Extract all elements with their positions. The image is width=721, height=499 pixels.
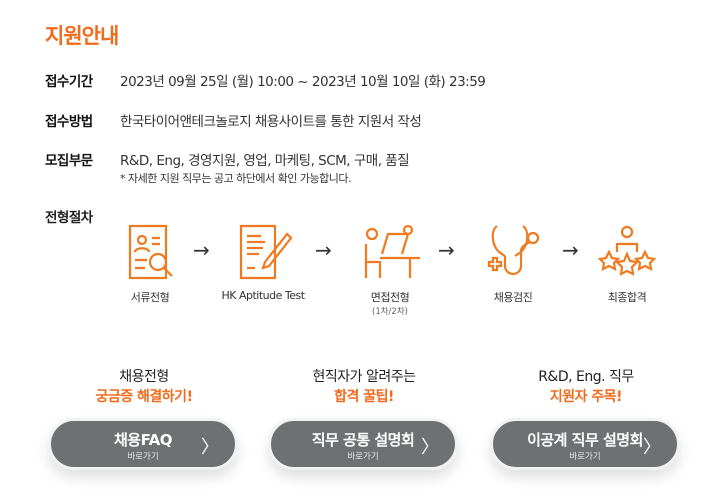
stethoscope-icon	[487, 225, 540, 276]
step-name: 최종합격	[607, 291, 647, 304]
process-label: 전형절차	[45, 210, 93, 226]
step-aptitude: HK Aptitude Test	[208, 222, 318, 302]
info-fields: 모집부문 R&D, Eng, 경영지원, 영업, 마케팅, SCM, 구매, 품질	[45, 149, 410, 169]
button-label: 채용FAQ	[114, 431, 173, 449]
button-label: 이공계 직무 설명회	[527, 431, 643, 449]
step-sub: (1차/2차)	[372, 307, 408, 317]
promo-line2: 지원자 주목!	[549, 389, 623, 405]
info-label: 접수기간	[45, 74, 93, 90]
info-method: 접수방법 한국타이어앤테크놀로지 채용사이트를 통한 지원서 작성	[45, 110, 422, 130]
promo-line1: 현직자가 알려주는	[312, 369, 417, 385]
step-final: 최종합격	[572, 222, 682, 305]
button-label: 직무 공통 설명회	[311, 431, 415, 449]
step-interview: 면접전형 (1차/2차)	[335, 222, 445, 317]
info-note: * 자세한 지원 직무는 공고 하단에서 확인 가능합니다.	[120, 172, 352, 185]
step-medical: 채용검진	[458, 222, 568, 305]
arrow-icon: →	[315, 238, 332, 262]
step-name: 면접전형	[370, 291, 410, 304]
arrow-icon: →	[438, 238, 455, 262]
step-name: 채용검진	[493, 291, 533, 304]
info-value: 2023년 09월 25일 (월) 10:00 ~ 2023년 10월 10일 …	[120, 74, 486, 90]
button-sub: 바로가기	[127, 452, 159, 462]
section-title: 지원안내	[45, 24, 119, 48]
chevron-right-icon: 〉	[643, 437, 661, 458]
person-stars-icon	[597, 225, 657, 276]
button-sub: 바로가기	[347, 452, 379, 462]
interview-icon	[364, 224, 420, 278]
step-name: 서류전형	[130, 291, 170, 304]
promo-line1: R&D, Eng. 직무	[538, 369, 634, 385]
info-label: 모집부문	[45, 153, 93, 169]
chevron-right-icon: 〉	[421, 437, 439, 458]
promo-line2: 궁금증 해결하기!	[95, 389, 193, 405]
arrow-icon: →	[193, 238, 210, 262]
promo-line2: 합격 꿀팁!	[334, 389, 394, 405]
info-value: 한국타이어앤테크놀로지 채용사이트를 통한 지원서 작성	[120, 114, 422, 130]
chevron-right-icon: 〉	[201, 437, 219, 458]
info-period: 접수기간 2023년 09월 25일 (월) 10:00 ~ 2023년 10월 …	[45, 70, 486, 90]
info-value: R&D, Eng, 경영지원, 영업, 마케팅, SCM, 구매, 품질	[120, 153, 410, 169]
faq-button[interactable]: 채용FAQ 바로가기 〉	[48, 418, 238, 470]
button-sub: 바로가기	[569, 452, 601, 462]
promo-line1: 채용전형	[119, 369, 169, 385]
document-search-icon	[128, 224, 173, 280]
step-document: 서류전형	[95, 222, 205, 305]
arrow-icon: →	[562, 238, 579, 262]
step-name: HK Aptitude Test	[221, 289, 305, 302]
test-pen-icon	[239, 224, 293, 280]
info-label: 접수방법	[45, 114, 93, 130]
